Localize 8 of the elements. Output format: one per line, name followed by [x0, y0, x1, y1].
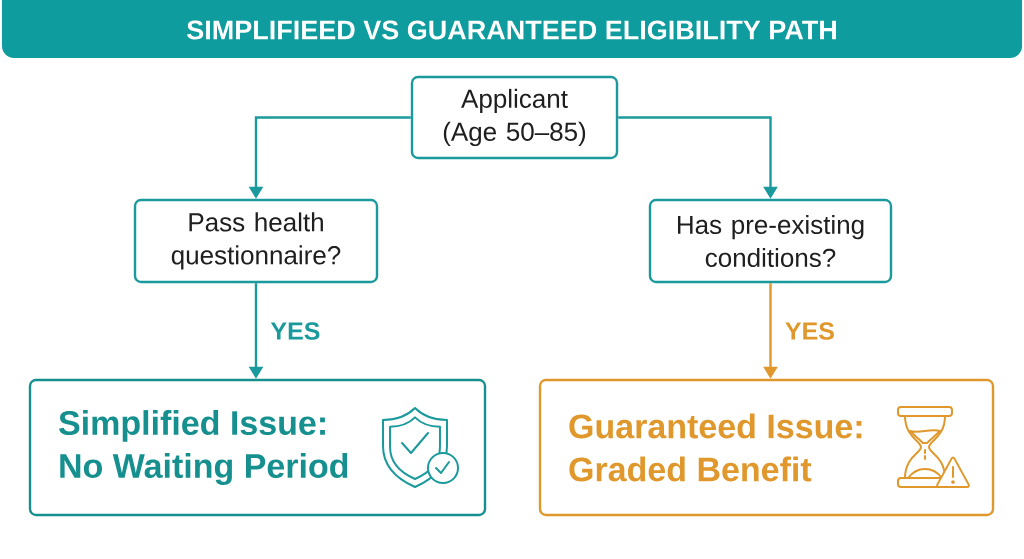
decision-box: Pass health questionnaire?	[133, 198, 379, 284]
result-box: Guaranteed Issue: Graded Benefit	[538, 378, 995, 517]
decision-box: Has pre-existing conditions?	[648, 198, 893, 284]
edge-label: YES	[268, 320, 323, 342]
process-box: Applicant (Age 50–85)	[410, 75, 619, 160]
title-banner: SIMPLIFIEED VS GUARANTEED ELIGIBILITY PATH	[2, 0, 1022, 58]
result-box: Simplified Issue: No Waiting Period	[28, 378, 487, 517]
edge-label: YES	[782, 320, 837, 342]
